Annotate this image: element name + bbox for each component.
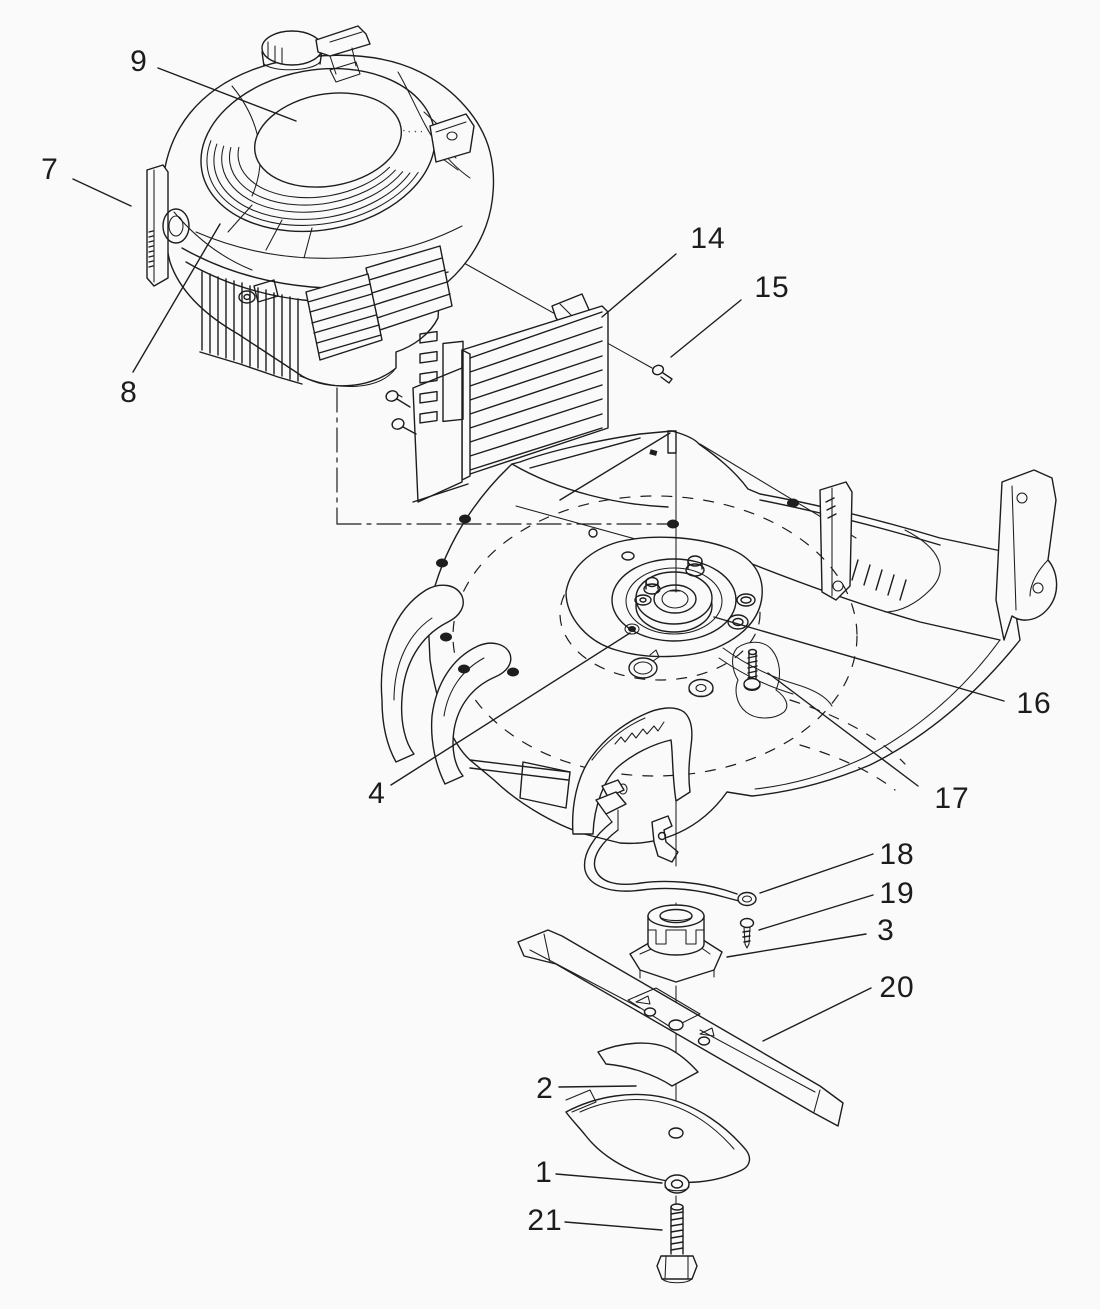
callout-leader-2 bbox=[558, 1085, 637, 1088]
callout-leader-1 bbox=[555, 1173, 663, 1184]
callout-leader-3 bbox=[726, 933, 867, 958]
deck-bolt-4-target bbox=[624, 623, 640, 635]
callout-leader-16 bbox=[713, 616, 1005, 702]
spacer bbox=[688, 678, 714, 698]
throttle-bracket bbox=[429, 113, 475, 163]
callout-label-4: 4 bbox=[368, 777, 386, 810]
callout-label-21: 21 bbox=[527, 1204, 563, 1237]
cable-screw-19 bbox=[739, 917, 755, 949]
callout-label-8: 8 bbox=[120, 376, 138, 409]
ground-cable bbox=[583, 779, 757, 907]
carburetor-detail bbox=[238, 279, 279, 304]
engine-assembly bbox=[146, 25, 495, 387]
engine-cooling-fins bbox=[199, 271, 303, 385]
engine-muffler bbox=[299, 245, 453, 387]
callout-leader-9 bbox=[157, 67, 297, 122]
engine-mount-bolt-17 bbox=[732, 641, 788, 719]
callout-leader-15 bbox=[670, 299, 742, 358]
blade bbox=[517, 929, 844, 1127]
callout-label-16: 16 bbox=[1016, 687, 1052, 720]
handle-bracket-right bbox=[995, 469, 1058, 641]
callout-label-15: 15 bbox=[754, 271, 790, 304]
blade-bolt bbox=[656, 1203, 698, 1284]
grille-screw-15 bbox=[651, 364, 673, 384]
callout-label-14: 14 bbox=[690, 222, 726, 255]
callout-leader-7 bbox=[72, 178, 132, 207]
callout-label-18: 18 bbox=[879, 838, 915, 871]
callout-leader-18 bbox=[759, 853, 874, 894]
accelerator-plate bbox=[565, 1042, 751, 1184]
callout-label-19: 19 bbox=[879, 877, 915, 910]
blade-washer bbox=[664, 1174, 690, 1194]
debris-guard-grille bbox=[385, 293, 673, 503]
left-baffle-front bbox=[430, 642, 512, 785]
blade-adapter bbox=[629, 904, 723, 983]
callout-label-17: 17 bbox=[934, 782, 970, 815]
callout-leader-8 bbox=[132, 223, 221, 373]
deck-cable-clip bbox=[651, 815, 679, 863]
fuel-cap bbox=[261, 25, 371, 83]
callout-leader-19 bbox=[758, 894, 874, 931]
callout-label-3: 3 bbox=[877, 914, 895, 947]
deck-studs-and-nuts bbox=[588, 528, 756, 630]
left-baffle-rear bbox=[380, 584, 464, 763]
engine-side-bracket bbox=[146, 164, 190, 287]
callout-leader-21 bbox=[564, 1221, 663, 1231]
callout-leader-lines bbox=[72, 67, 1005, 1231]
callout-label-7: 7 bbox=[41, 153, 59, 186]
grille-screws bbox=[385, 390, 417, 435]
callout-label-20: 20 bbox=[879, 971, 915, 1004]
spindle-hub bbox=[565, 536, 763, 658]
callout-label-9: 9 bbox=[130, 45, 148, 78]
o-ring bbox=[628, 649, 660, 679]
callout-leader-4 bbox=[390, 632, 631, 786]
mower-deck bbox=[380, 430, 1058, 863]
callout-leader-14 bbox=[601, 253, 677, 318]
callout-label-2: 2 bbox=[536, 1072, 554, 1105]
deck-skirt bbox=[469, 759, 571, 809]
callout-leader-17 bbox=[767, 672, 919, 787]
callout-label-1: 1 bbox=[535, 1156, 553, 1189]
deck-rear-flap bbox=[511, 430, 677, 508]
callout-leader-20 bbox=[762, 987, 872, 1042]
